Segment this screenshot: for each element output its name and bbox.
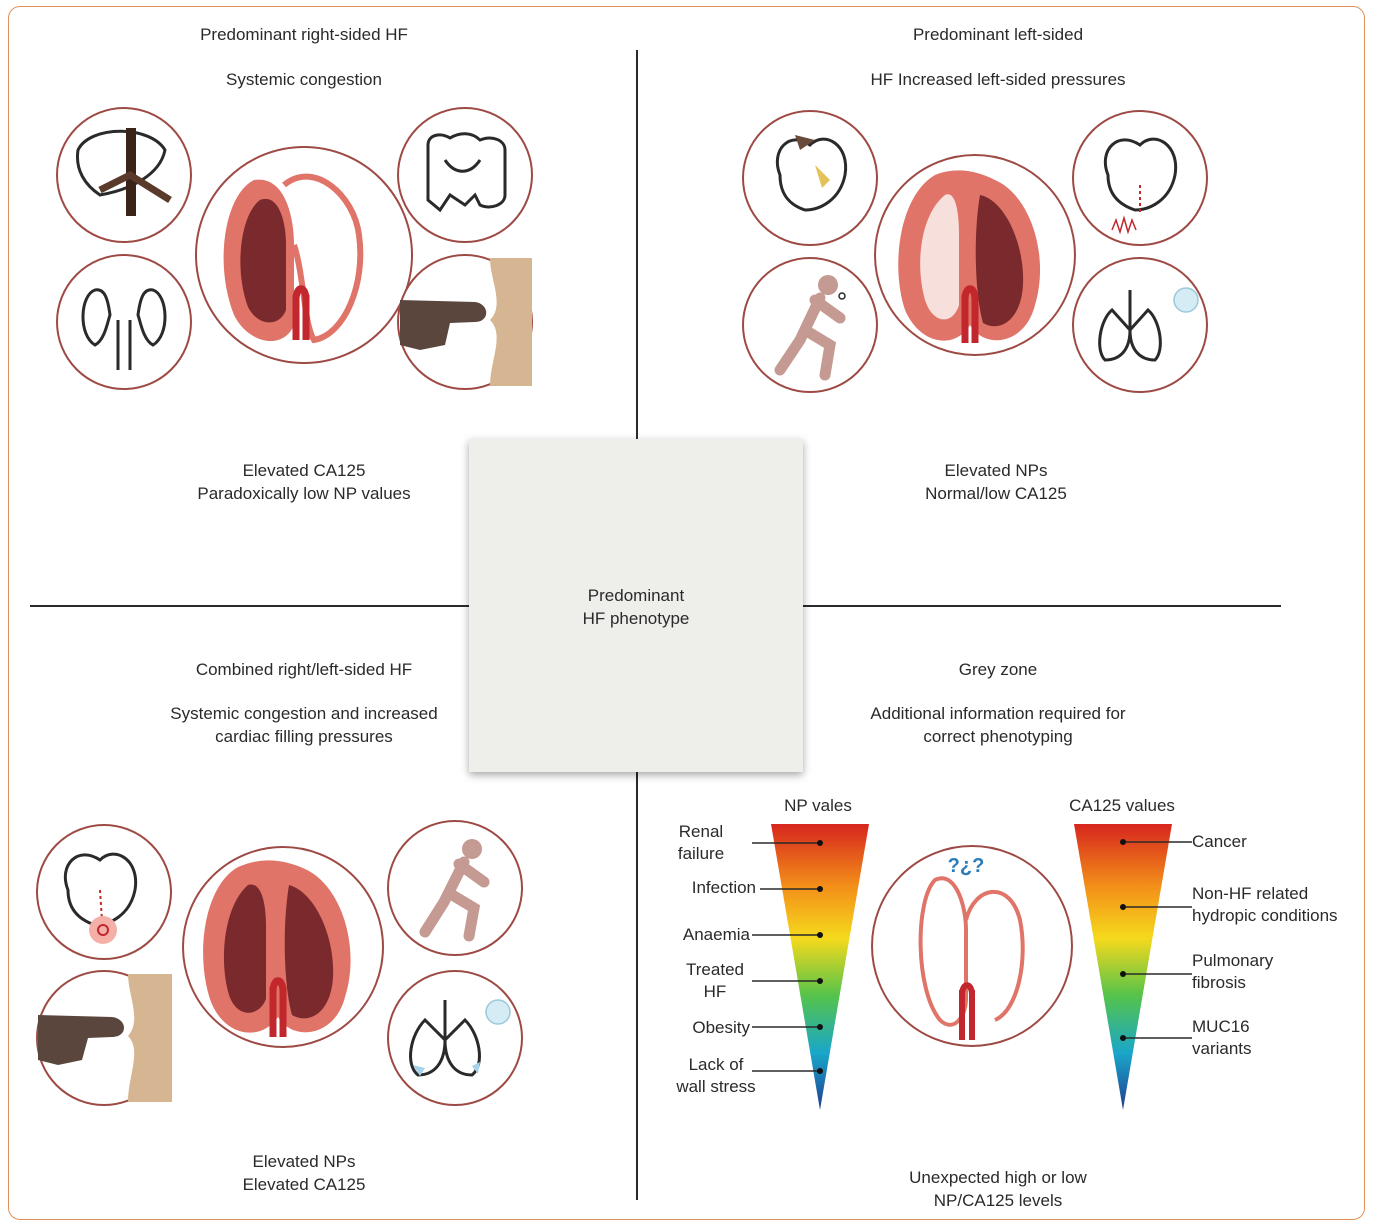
br-subtitle: Additional information required for corr… [828, 702, 1168, 748]
tl-subtitle: Systemic congestion [154, 68, 454, 91]
horizontal-divider-left [30, 605, 470, 607]
bl-result-line2: Elevated CA125 [154, 1173, 454, 1196]
tr-result-line2: Normal/low CA125 [846, 482, 1146, 505]
tr-result-line1: Elevated NPs [846, 459, 1146, 482]
bl-subtitle: Systemic congestion and increased cardia… [134, 702, 474, 748]
vertical-divider-bottom [636, 772, 638, 1200]
np-item-obesity: Obesity [660, 1017, 750, 1039]
ca-item-cancer: Cancer [1192, 831, 1247, 853]
bl-subtitle-line1: Systemic congestion and increased [134, 702, 474, 725]
br-subtitle-line1: Additional information required for [828, 702, 1168, 725]
tl-title: Predominant right-sided HF [154, 23, 454, 46]
tl-result: Elevated CA125 Paradoxically low NP valu… [154, 459, 454, 505]
tl-result-line2: Paradoxically low NP values [154, 482, 454, 505]
tr-title: Predominant left-sided [848, 23, 1148, 46]
tl-result-line1: Elevated CA125 [154, 459, 454, 482]
br-subtitle-line2: correct phenotyping [828, 725, 1168, 748]
bl-title: Combined right/left-sided HF [154, 658, 454, 681]
horizontal-divider-right [803, 605, 1281, 607]
np-item-anaemia: Anaemia [660, 924, 750, 946]
tr-subtitle: HF Increased left-sided pressures [828, 68, 1168, 91]
center-label: Predominant HF phenotype [469, 584, 803, 630]
br-result-line2: NP/CA125 levels [848, 1189, 1148, 1212]
np-item-infection: Infection [660, 877, 756, 899]
np-values-title: NP vales [758, 794, 878, 817]
bl-result-line1: Elevated NPs [154, 1150, 454, 1173]
bl-result: Elevated NPs Elevated CA125 [154, 1150, 454, 1196]
bl-subtitle-line2: cardiac filling pressures [134, 725, 474, 748]
ca125-values-title: CA125 values [1052, 794, 1192, 817]
vertical-divider-top [636, 50, 638, 440]
center-phenotype-box: Predominant HF phenotype [469, 439, 803, 772]
br-result: Unexpected high or low NP/CA125 levels [848, 1166, 1148, 1212]
br-title: Grey zone [848, 658, 1148, 681]
center-label-line2: HF phenotype [469, 607, 803, 630]
center-label-line1: Predominant [469, 584, 803, 607]
br-result-line1: Unexpected high or low [848, 1166, 1148, 1189]
tr-result: Elevated NPs Normal/low CA125 [846, 459, 1146, 505]
